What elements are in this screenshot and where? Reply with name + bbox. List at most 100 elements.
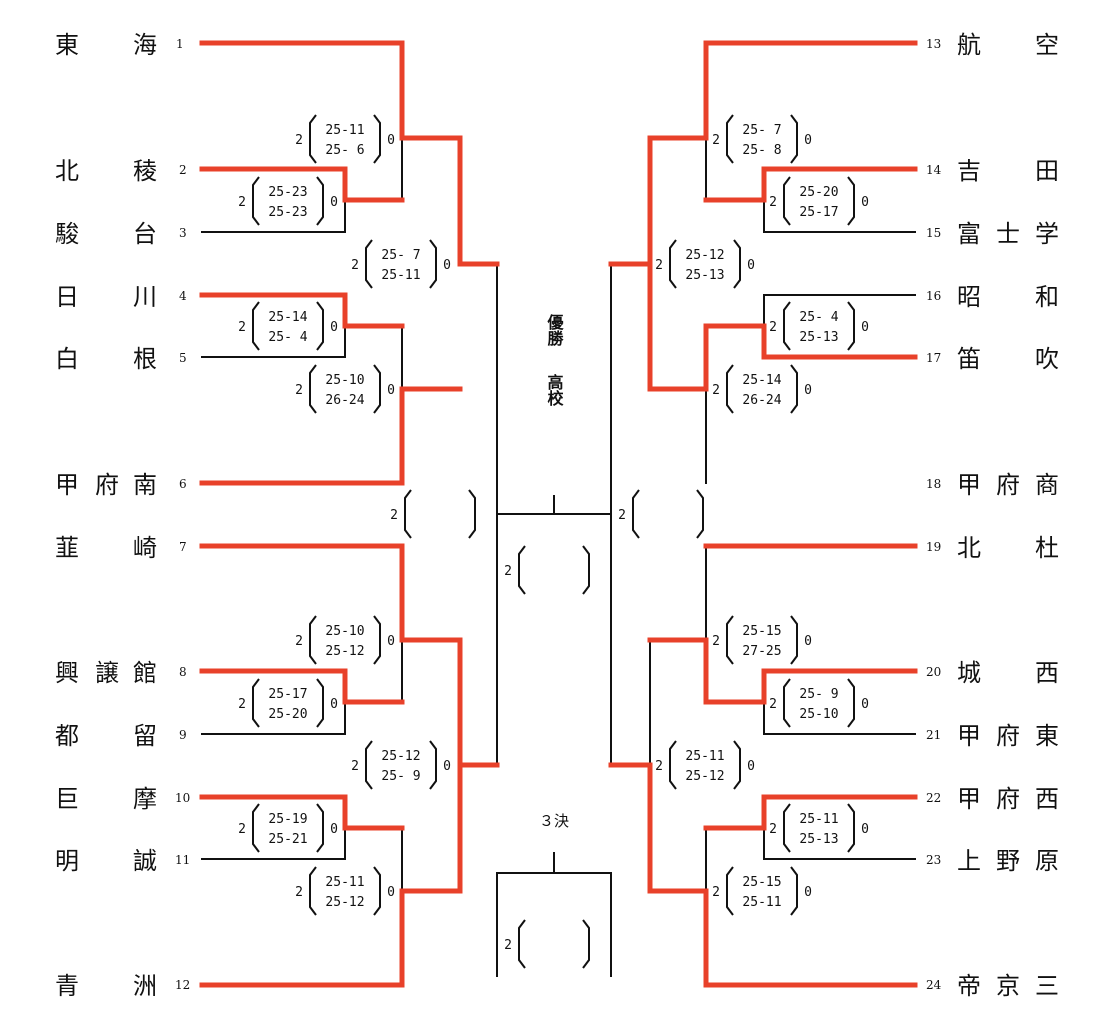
team-entry[interactable]: 20 城 西 xyxy=(926,659,1059,687)
sets-lost: 0 xyxy=(861,320,869,335)
seed-number: 1 xyxy=(176,37,184,51)
sets-won: 2 xyxy=(712,634,720,649)
seed-number: 9 xyxy=(179,728,187,742)
score-background xyxy=(351,741,451,789)
team-entry[interactable]: 駿 台 3 xyxy=(55,220,187,248)
sets-lost: 0 xyxy=(747,759,755,774)
team-entry[interactable]: 甲 府 南 6 xyxy=(55,471,187,499)
team-name-char: 甲 xyxy=(957,722,981,750)
sets-required: 2 xyxy=(504,564,512,579)
sets-won: 2 xyxy=(238,320,246,335)
team-name-char: 甲 xyxy=(55,471,79,499)
set-score: 25- 9 xyxy=(381,769,420,784)
left-teams: 東 海 1 北 稜 2 駿 台 3 日 川 4 白 根 5 xyxy=(55,31,190,1000)
team-entry[interactable]: 明 誠 11 xyxy=(55,847,190,875)
team-entry[interactable]: 白 根 5 xyxy=(55,345,187,373)
winner-line xyxy=(608,40,918,267)
bracket-paren-right xyxy=(847,176,855,226)
team-entry[interactable]: 14 吉 田 xyxy=(926,157,1059,185)
sets-won: 2 xyxy=(295,383,303,398)
pending-match: 2 xyxy=(390,489,490,539)
set-score: 25-12 xyxy=(325,644,364,659)
team-entry[interactable]: 22 甲 府 西 xyxy=(926,785,1059,813)
bracket-paren-left xyxy=(726,615,734,665)
sets-lost: 0 xyxy=(387,133,395,148)
sets-won: 2 xyxy=(712,383,720,398)
bracket-paren-left xyxy=(365,239,373,289)
team-entry[interactable]: 韮 崎 7 xyxy=(55,534,187,562)
sets-won: 2 xyxy=(769,822,777,837)
set-score: 25-21 xyxy=(268,832,307,847)
set-score: 25-17 xyxy=(268,687,307,702)
bracket-paren-left xyxy=(252,803,260,853)
sets-lost: 0 xyxy=(804,133,812,148)
winner-line xyxy=(608,762,918,988)
team-name-char: 興 xyxy=(55,659,79,687)
team-name-char: 甲 xyxy=(957,785,981,813)
team-name-char: 杜 xyxy=(1035,534,1059,562)
team-entry[interactable]: 日 川 4 xyxy=(55,283,187,311)
set-score: 25-11 xyxy=(325,875,364,890)
set-score: 25-23 xyxy=(268,185,307,200)
bracket-paren-right xyxy=(316,176,324,226)
bracket-paren-left xyxy=(783,678,791,728)
team-entry[interactable]: 興 譲 館 8 xyxy=(55,659,187,687)
winner-line xyxy=(199,166,405,203)
team-entry[interactable]: 巨 摩 10 xyxy=(55,785,190,813)
set-score: 25-13 xyxy=(799,330,838,345)
score-background xyxy=(238,679,338,727)
set-score: 25- 9 xyxy=(799,687,838,702)
team-entry[interactable]: 24 帝 京 三 xyxy=(926,972,1059,1000)
team-name-char: 富 xyxy=(957,220,981,248)
team-entry[interactable]: 15 富 士 学 xyxy=(926,220,1059,248)
team-entry[interactable]: 19 北 杜 xyxy=(926,534,1059,562)
bracket-line xyxy=(763,827,916,860)
team-name-char: 三 xyxy=(1035,972,1059,1000)
score-background xyxy=(295,365,395,413)
winner-line xyxy=(647,323,918,392)
team-name-char: 府 xyxy=(996,471,1020,499)
sets-lost: 0 xyxy=(387,885,395,900)
score-background xyxy=(712,115,812,163)
team-entry[interactable]: 北 稜 2 xyxy=(55,157,187,185)
sets-lost: 0 xyxy=(330,320,338,335)
score-background xyxy=(504,546,604,594)
team-entry[interactable]: 都 留 9 xyxy=(55,722,187,750)
seed-number: 23 xyxy=(926,853,941,867)
seed-number: 4 xyxy=(179,289,187,303)
sets-lost: 0 xyxy=(861,822,869,837)
bracket-paren-left xyxy=(726,114,734,164)
team-name-char: 駿 xyxy=(55,220,79,248)
set-score: 25-12 xyxy=(325,895,364,910)
bracket-paren-left xyxy=(783,803,791,853)
team-name-char: 学 xyxy=(1035,220,1059,248)
score-background xyxy=(390,490,490,538)
bracket-paren-left xyxy=(404,489,412,539)
team-entry[interactable]: 17 笛 吹 xyxy=(926,345,1059,373)
set-score: 25-20 xyxy=(268,707,307,722)
bracket-paren-left xyxy=(309,866,317,916)
team-name-char: 城 xyxy=(957,659,981,687)
bracket-lines xyxy=(199,40,918,988)
sets-required: 2 xyxy=(504,938,512,953)
score-background xyxy=(295,867,395,915)
sets-lost: 0 xyxy=(804,634,812,649)
team-entry[interactable]: 23 上 野 原 xyxy=(926,847,1059,875)
bracket-paren-right xyxy=(790,615,798,665)
team-entry[interactable]: 18 甲 府 商 xyxy=(926,471,1059,499)
team-entry[interactable]: 16 昭 和 xyxy=(926,283,1059,311)
team-entry[interactable]: 13 航 空 xyxy=(926,31,1059,59)
set-score: 25-10 xyxy=(799,707,838,722)
pending-match: 2 xyxy=(504,919,604,969)
team-entry[interactable]: 21 甲 府 東 xyxy=(926,722,1059,750)
team-entry[interactable]: 青 洲 12 xyxy=(55,972,190,1000)
team-entry[interactable]: 東 海 1 xyxy=(55,31,184,59)
sets-lost: 0 xyxy=(330,697,338,712)
team-name-char: 帝 xyxy=(957,972,981,1000)
team-name-char: 日 xyxy=(55,283,79,311)
